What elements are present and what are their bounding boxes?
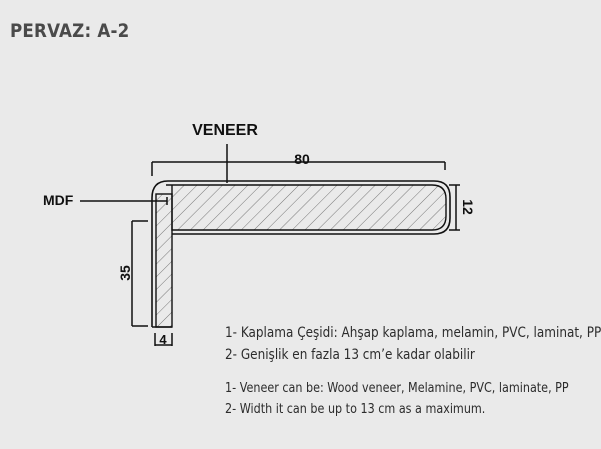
note-en-1: 1- Veneer can be: Wood veneer, Melamine,… xyxy=(225,381,569,396)
veneer-edge xyxy=(151,180,451,327)
veneer-label: VENEER xyxy=(192,122,258,139)
note-en-2: 2- Width it can be up to 13 cm as a maxi… xyxy=(225,402,486,417)
notes: 1- Kaplama Çeşidi: Ahşap kaplama, melami… xyxy=(225,322,601,420)
leg-width-label: 4 xyxy=(159,332,167,347)
leg-height-label: 35 xyxy=(117,265,133,281)
thickness-label: 12 xyxy=(460,199,476,215)
note-tr-2: 2- Genişlik en fazla 13 cm’e kadar olabi… xyxy=(225,347,475,363)
top-panel xyxy=(166,184,447,231)
width-label: 80 xyxy=(294,151,310,167)
mdf-label: MDF xyxy=(43,192,74,208)
page-title: PERVAZ: A-2 xyxy=(10,20,130,42)
note-tr-1: 1- Kaplama Çeşidi: Ahşap kaplama, melami… xyxy=(225,325,601,341)
leg-panel xyxy=(155,193,173,328)
